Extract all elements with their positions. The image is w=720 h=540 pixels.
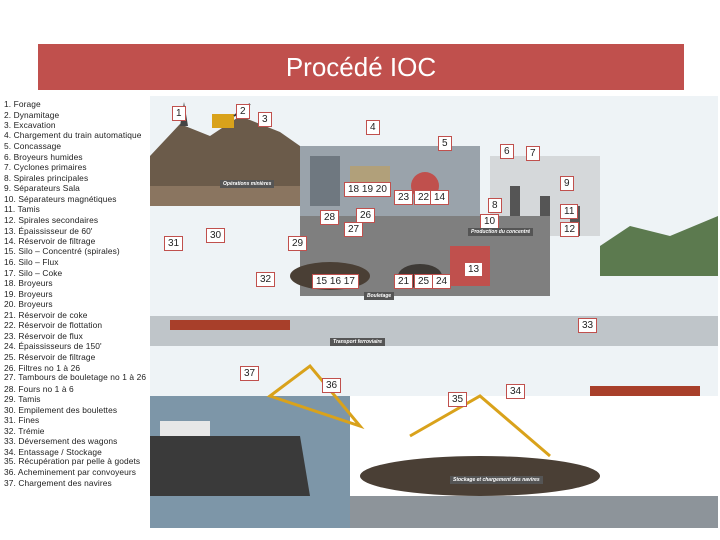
legend-item: 12. Spirales secondaires <box>4 214 99 225</box>
callout-18-19-20: 18 19 20 <box>344 182 391 197</box>
callout-7: 7 <box>526 146 540 161</box>
shovel-body <box>212 114 234 128</box>
callout-4: 4 <box>366 120 380 135</box>
callout-34: 34 <box>506 384 526 399</box>
callout-28: 28 <box>320 210 340 225</box>
separator-1 <box>510 186 520 216</box>
label-rail: Transport ferroviaire <box>330 338 386 346</box>
separator-2 <box>540 196 550 226</box>
legend-item: 16. Silo – Flux <box>4 257 59 268</box>
callout-24: 24 <box>432 274 452 289</box>
callout-6: 6 <box>500 144 514 159</box>
callout-29: 29 <box>288 236 308 251</box>
label-mining: Opérations minières <box>220 180 275 188</box>
callout-23: 23 <box>394 190 414 205</box>
callout-21: 21 <box>394 274 414 289</box>
legend-item: 14. Réservoir de filtrage <box>4 236 96 247</box>
storage-ground <box>350 496 718 528</box>
legend-item: 25. Réservoir de filtrage <box>4 352 96 363</box>
legend-item: 30. Empilement des boulettes <box>4 404 118 415</box>
legend-item: 33. Déversement des wagons <box>4 436 118 447</box>
legend-item: 29. Tamis <box>4 394 41 405</box>
callout-1: 1 <box>172 106 186 121</box>
label-pellets: Bouletage <box>364 292 395 300</box>
train-cars-2 <box>590 386 700 396</box>
legend-item: 18. Broyeurs <box>4 278 53 289</box>
legend-item: 24. Épaississeurs de 150' <box>4 341 102 352</box>
page-title: Procédé IOC <box>285 51 437 82</box>
callout-10: 10 <box>480 214 500 229</box>
legend-item: 8. Spirales principales <box>4 172 89 183</box>
legend-item: 20. Broyeurs <box>4 299 53 310</box>
process-illustration <box>150 96 718 528</box>
legend-item: 10. Séparateurs magnétiques <box>4 193 117 204</box>
legend-item: 3. Excavation <box>4 120 56 131</box>
legend-item: 11. Tamis <box>4 204 40 215</box>
mine-hill <box>150 116 300 186</box>
ship-hull <box>150 436 310 496</box>
callout-27: 27 <box>344 222 364 237</box>
callout-31: 31 <box>164 236 184 251</box>
callout-5: 5 <box>438 136 452 151</box>
callout-15-16-17: 15 16 17 <box>312 274 359 289</box>
legend-item: 1. Forage <box>4 99 41 109</box>
title-bar: Procédé IOC <box>38 44 684 90</box>
legend-item: 26. Filtres no 1 à 26 <box>4 362 81 373</box>
callout-35: 35 <box>448 392 468 407</box>
legend-item: 7. Cyclones primaires <box>4 162 87 173</box>
label-concentrate: Production du concentré <box>468 228 534 236</box>
legend-item: 4. Chargement du train automatique <box>4 129 142 140</box>
legend-item: 15. Silo – Concentré (spirales) <box>4 245 120 256</box>
ship-superstructure <box>160 421 210 436</box>
label-storage: Stockage et chargement des navires <box>450 476 543 484</box>
legend-item: 19. Broyeurs <box>4 288 53 299</box>
legend-item: 13. Épaississeur de 60' <box>4 225 93 236</box>
train-cars-1 <box>170 320 290 330</box>
legend-item: 22. Réservoir de flottation <box>4 320 103 331</box>
mine-bench <box>150 186 300 206</box>
callout-8: 8 <box>488 198 502 213</box>
callout-25: 25 <box>414 274 434 289</box>
callout-26: 26 <box>356 208 376 223</box>
callout-30: 30 <box>206 228 226 243</box>
callout-12: 12 <box>560 222 580 237</box>
hills <box>600 216 718 276</box>
legend-item: 5. Concassage <box>4 141 62 152</box>
ship-loader <box>266 363 365 430</box>
separator-3 <box>570 206 580 236</box>
callout-37: 37 <box>240 366 260 381</box>
legend-item: 17. Silo – Coke <box>4 267 63 278</box>
process-diagram: 1 2 3 4 5 6 7 9 18 19 20 23 22 14 8 11 2… <box>150 96 718 528</box>
callout-3: 3 <box>258 112 272 127</box>
legend-item: 35. Récupération par pelle à godets <box>4 456 141 467</box>
crusher <box>310 156 340 206</box>
legend-item: 21. Réservoir de coke <box>4 309 88 320</box>
callout-32: 32 <box>256 272 276 287</box>
callout-33: 33 <box>578 318 598 333</box>
legend-item: 28. Fours no 1 à 6 <box>4 383 74 394</box>
callout-11: 11 <box>560 204 579 219</box>
callout-2: 2 <box>236 104 250 119</box>
callout-14: 14 <box>430 190 450 205</box>
legend-item: 34. Entassage / Stockage <box>4 446 102 457</box>
legend-item: 27. Tambours de bouletage no 1 à 26 <box>4 372 147 383</box>
legend-item: 2. Dynamitage <box>4 109 60 120</box>
callout-13: 13 <box>464 262 484 277</box>
legend-item: 36. Acheminement par convoyeurs <box>4 466 137 477</box>
legend-item: 37. Chargement des navires <box>4 478 112 489</box>
callout-36: 36 <box>322 378 342 393</box>
legend-item: 32. Trémie <box>4 425 45 436</box>
legend-item: 31. Fines <box>4 415 40 426</box>
legend-item: 23. Réservoir de flux <box>4 330 83 341</box>
legend-item: 9. Séparateurs Sala <box>4 183 80 194</box>
stacker <box>409 394 551 458</box>
legend-item: 6. Broyeurs humides <box>4 151 83 162</box>
callout-9: 9 <box>560 176 574 191</box>
